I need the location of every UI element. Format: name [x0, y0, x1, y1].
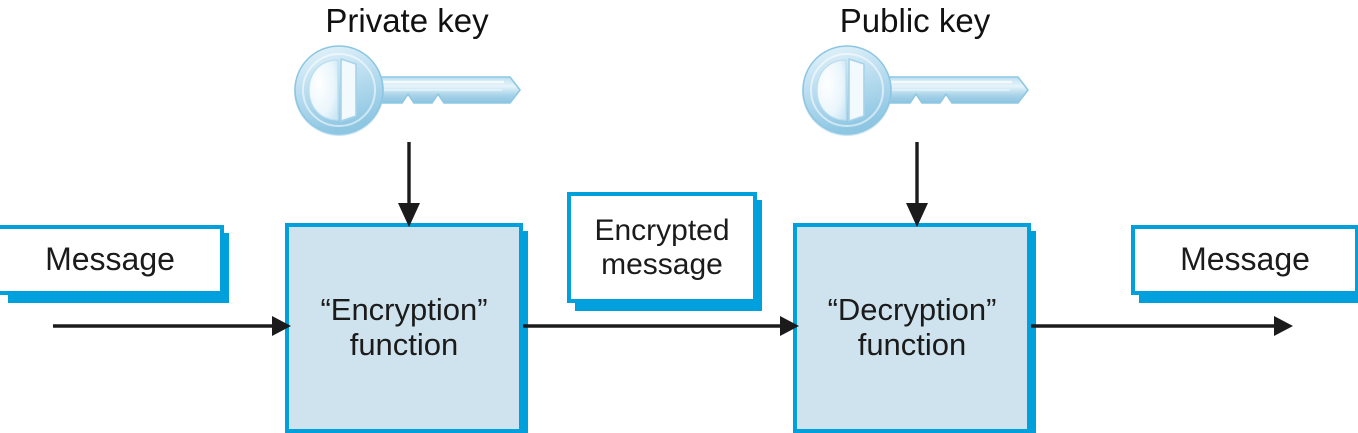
public-key-label: Public key — [839, 2, 991, 39]
encrypted-message-line-1: Encrypted — [594, 213, 730, 247]
private-key-icon — [294, 45, 521, 136]
arrow-private-key-to-encryption — [398, 142, 420, 227]
encrypted-message-box-edge-bottom — [575, 302, 762, 311]
arrow-message-to-encryption — [53, 316, 291, 336]
encrypted-message-box[interactable]: Encrypted message — [567, 192, 757, 303]
arrow-encryption-to-decryption — [523, 316, 799, 336]
message-input-label: Message — [45, 241, 175, 278]
encryption-function-line-1: “Encryption” — [320, 292, 488, 328]
message-input-box-edge-bottom — [8, 294, 229, 303]
encrypted-message-box-edge — [753, 200, 762, 311]
message-output-box[interactable]: Message — [1131, 225, 1358, 295]
public-key-icon — [802, 45, 1029, 136]
decryption-function-box[interactable]: “Decryption” function — [793, 223, 1031, 433]
message-input-box-edge — [220, 233, 229, 303]
arrow-public-key-to-decryption — [906, 142, 928, 227]
decryption-function-label: “Decryption” function — [827, 292, 997, 362]
encryption-function-box-edge — [519, 231, 528, 433]
decryption-function-box-edge — [1027, 231, 1036, 433]
decryption-function-line-1: “Decryption” — [827, 292, 997, 328]
encryption-function-box[interactable]: “Encryption” function — [285, 223, 523, 433]
decryption-function-line-2: function — [857, 327, 967, 362]
encrypted-message-line-2: message — [601, 247, 723, 281]
message-input-box[interactable]: Message — [0, 225, 224, 295]
private-key-label: Private key — [325, 2, 489, 39]
message-output-box-edge-bottom — [1139, 294, 1358, 303]
encryption-function-line-2: function — [349, 327, 459, 362]
encrypted-message-label: Encrypted message — [594, 214, 729, 281]
encryption-function-label: “Encryption” function — [320, 292, 488, 362]
message-output-label: Message — [1180, 241, 1310, 278]
arrow-decryption-to-message — [1031, 316, 1293, 336]
